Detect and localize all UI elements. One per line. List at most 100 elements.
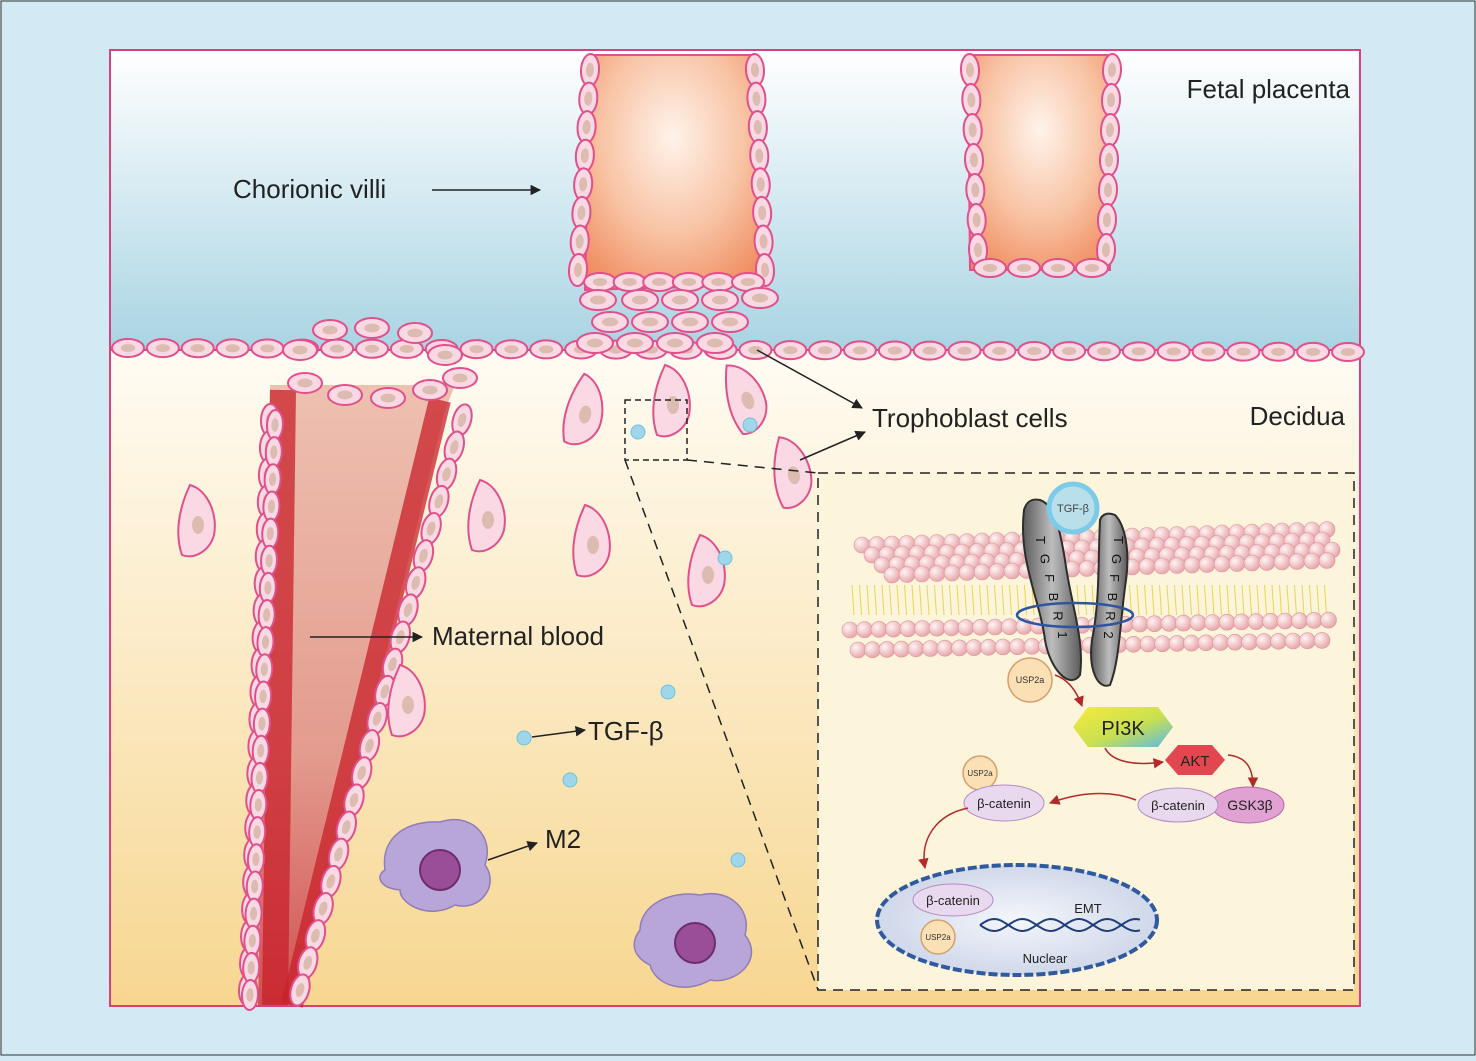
- trophoblast-cell: [111, 337, 145, 359]
- trophoblast-cell: [982, 340, 1017, 361]
- trophoblast-cell: [576, 332, 614, 354]
- chorionic-villus-2: [966, 54, 1114, 271]
- receptor-letter: 1: [1055, 631, 1070, 638]
- trophoblast-cell: [370, 387, 406, 409]
- trophoblast-cell: [738, 340, 773, 361]
- chorionic-villus-1: [583, 54, 762, 292]
- ligand-label: TGF-β: [1057, 503, 1089, 515]
- trophoblast-cell: [912, 340, 947, 361]
- trophoblast-cell: [656, 332, 694, 354]
- trophoblast-cell: [1101, 53, 1123, 87]
- trophoblast-cell: [578, 81, 599, 116]
- trophoblast-cell: [459, 339, 494, 360]
- trophoblast-cell: [612, 272, 647, 292]
- receptor-letter: 2: [1101, 631, 1116, 638]
- tgf-beta-particle: [717, 550, 733, 566]
- trophoblast-cell: [246, 843, 265, 876]
- tgf-beta-particle: [630, 424, 646, 440]
- m2-macrophage-1: [379, 819, 491, 912]
- trophoblast-cell: [744, 53, 766, 87]
- trophoblast-cell: [959, 53, 981, 87]
- trophoblast-cell: [1100, 83, 1122, 117]
- tgf-beta-ligand: TGF-β: [1046, 481, 1100, 535]
- trophoblast-cell: [240, 979, 260, 1011]
- trophoblast-cell: [248, 816, 267, 849]
- trophoblast-cell: [583, 272, 617, 292]
- trophoblast-cell: [1097, 173, 1119, 207]
- trophoblast-cell: [1075, 258, 1109, 278]
- trophoblast-cell: [412, 379, 448, 401]
- nucleus: β-catenin USP2a EMT Nuclear: [875, 863, 1159, 977]
- trophoblast-cell: [1041, 258, 1075, 278]
- nuclear-label: Nuclear: [1023, 951, 1068, 966]
- trophoblast-cell: [965, 173, 986, 207]
- beta-catenin-label-nuclear: β-catenin: [926, 893, 980, 908]
- trophoblast-cell: [671, 311, 709, 333]
- trophoblast-cell: [961, 83, 982, 117]
- trophoblast-cell: [808, 340, 843, 361]
- pi3k-node: PI3K: [1073, 707, 1173, 747]
- emt-label: EMT: [1074, 901, 1102, 916]
- receptor-letter: G: [1037, 554, 1052, 564]
- trophoblast-cell: [427, 344, 463, 366]
- trophoblast-cell: [405, 566, 427, 600]
- invasive-trophoblast-cell: [572, 503, 611, 578]
- invasive-trophoblast-cell: [725, 364, 768, 436]
- trophoblast-cell: [335, 810, 357, 844]
- trophoblast-cell: [773, 340, 808, 361]
- trophoblast-cell: [442, 367, 478, 389]
- trophoblast-cell: [215, 338, 250, 359]
- trophoblast-cell: [1191, 341, 1226, 362]
- fetal-placenta-label: Fetal placenta: [1187, 74, 1351, 104]
- akt-node: AKT: [1165, 745, 1225, 775]
- trophoblast-cell: [243, 924, 262, 957]
- trophoblast-cells-label: Trophoblast cells: [872, 403, 1068, 433]
- trophoblast-cell: [1099, 113, 1121, 147]
- trophoblast-cell: [180, 338, 215, 359]
- trophoblast-cell: [251, 734, 270, 767]
- trophoblast-cell: [250, 761, 269, 794]
- trophoblast-cell: [242, 951, 261, 984]
- trophoblast-cell: [256, 626, 275, 659]
- receptor-dimerization-ring: [1015, 601, 1135, 629]
- trophoblast-cell: [752, 195, 773, 230]
- trophoblast-cell: [963, 143, 985, 177]
- trophoblast-cell: [354, 317, 390, 339]
- gsk3b-label: GSK3β: [1227, 797, 1272, 813]
- trophoblast-cell: [312, 319, 348, 341]
- trophoblast-cell: [145, 338, 180, 359]
- invasive-trophoblast-cell: [562, 372, 604, 446]
- trophoblast-cell: [701, 272, 736, 292]
- dna-helix: [979, 917, 1141, 933]
- trophoblast-cell: [1331, 341, 1365, 363]
- usp2a-membrane: USP2a: [1007, 657, 1053, 703]
- invasive-trophoblasts: [177, 363, 813, 738]
- trophoblast-cell: [1052, 341, 1087, 362]
- pi3k-label: PI3K: [1101, 718, 1145, 740]
- trophoblast-cell: [258, 571, 277, 604]
- usp2a-label-3: USP2a: [925, 933, 951, 942]
- trophoblast-cell: [1261, 341, 1296, 362]
- trophoblast-cell: [343, 783, 365, 817]
- trophoblast-cell: [567, 253, 589, 287]
- receptor-letter: F: [1107, 574, 1122, 582]
- trophoblast-cell: [260, 544, 279, 577]
- trophoblast-cell: [257, 599, 276, 631]
- tgf-beta-particle: [742, 417, 758, 433]
- trophoblast-cell: [529, 339, 564, 360]
- trophoblast-cell: [696, 332, 734, 354]
- receptor-letter: G: [1109, 554, 1124, 564]
- trophoblast-cell: [265, 409, 285, 441]
- trophoblast-cell: [289, 973, 311, 1007]
- tgf-beta-particle: [562, 772, 578, 788]
- tgf-beta-label: TGF-β: [588, 716, 664, 746]
- trophoblast-cell: [973, 258, 1007, 278]
- trophoblast-cell: [616, 332, 654, 354]
- trophoblast-cell: [397, 593, 419, 627]
- trophoblast-cell: [255, 653, 274, 686]
- receptor-letter: F: [1042, 574, 1057, 582]
- m2-macrophage-2: [633, 892, 753, 988]
